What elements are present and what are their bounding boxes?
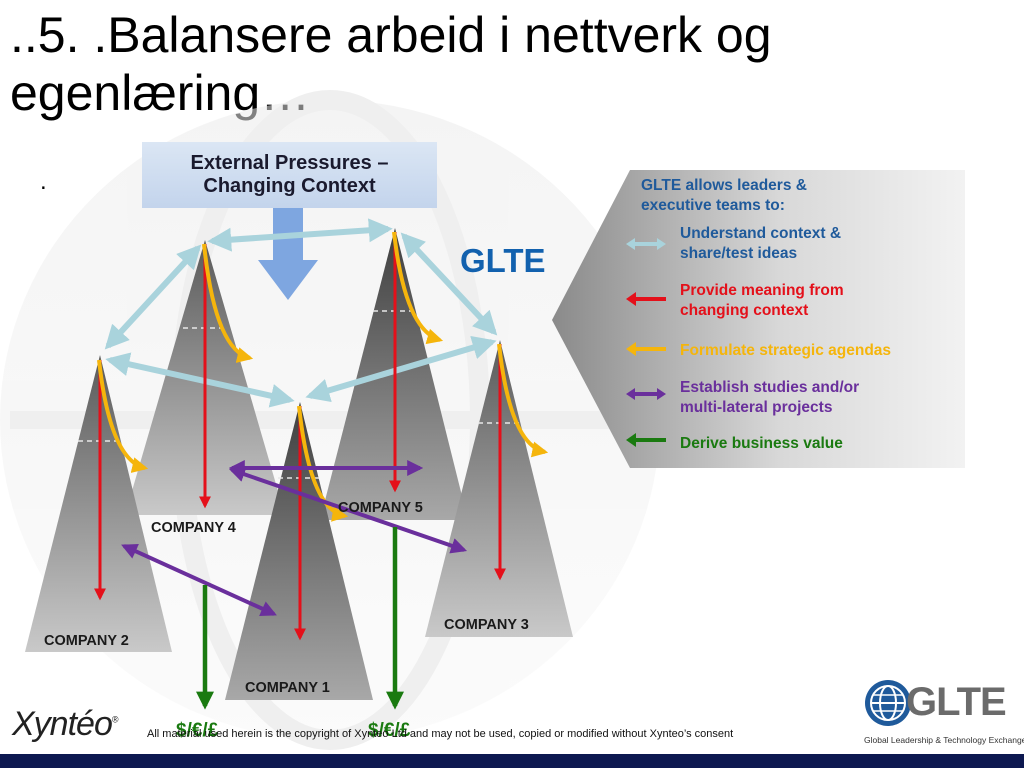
company-3-label: COMPANY 3 (444, 617, 529, 633)
left-arrow-icon (626, 433, 666, 447)
legend-item-formulate-rest: strategic agendas (754, 342, 892, 359)
legend-item-derive: Derive business value (680, 435, 843, 452)
company-1-label: COMPANY 1 (245, 680, 330, 696)
slide-title: ..5. .Balansere arbeid i nettverk og ege… (10, 7, 772, 121)
left-arrow-icon (626, 292, 666, 306)
glte-logo-text: GLTE (906, 680, 1007, 724)
company-2-label: COMPANY 2 (44, 633, 129, 649)
currency-output-right: $/€/£ (368, 720, 411, 741)
red-meaning-arrows (94, 232, 506, 641)
title-bullet-dot: . (40, 168, 47, 195)
glte-logo-subtitle: Global Leadership & Technology Exchange (864, 735, 1024, 745)
left-arrow-icon (626, 342, 666, 356)
green-value-arrows (196, 527, 404, 710)
purple-project-arrows (121, 460, 468, 617)
legend-item-formulate-word: Formulate (680, 342, 755, 359)
legend-heading: GLTE allows leaders & executive teams to… (641, 177, 807, 214)
xynteo-logo: Xyntéo® (12, 705, 118, 743)
blue-network-arrows (104, 218, 498, 408)
company-5-label: COMPANY 5 (338, 500, 423, 516)
legend-item-understand: Understand context & share/test ideas (680, 225, 842, 262)
xynteo-logo-text: Xyntéo (12, 705, 113, 743)
double-arrow-icon (626, 388, 666, 400)
double-arrow-icon (626, 238, 666, 250)
legend-item-meaning: Provide meaning from changing context (680, 282, 844, 319)
external-pressures-box: External Pressures – Changing Context (142, 142, 437, 208)
glte-logo (865, 680, 911, 726)
footer-bar (0, 754, 1024, 768)
company-4-label: COMPANY 4 (151, 520, 236, 536)
currency-output-left: $/€/£ (176, 720, 219, 741)
glte-heading: GLTE (460, 242, 546, 279)
legend-item-establish: Establish studies and/or multi-lateral p… (680, 379, 860, 416)
external-pressures-label: External Pressures – Changing Context (190, 152, 389, 197)
copyright-notice: All material used herein is the copyrigh… (147, 728, 734, 740)
legend-item-formulate: Formulate strategic agendas (680, 341, 990, 361)
